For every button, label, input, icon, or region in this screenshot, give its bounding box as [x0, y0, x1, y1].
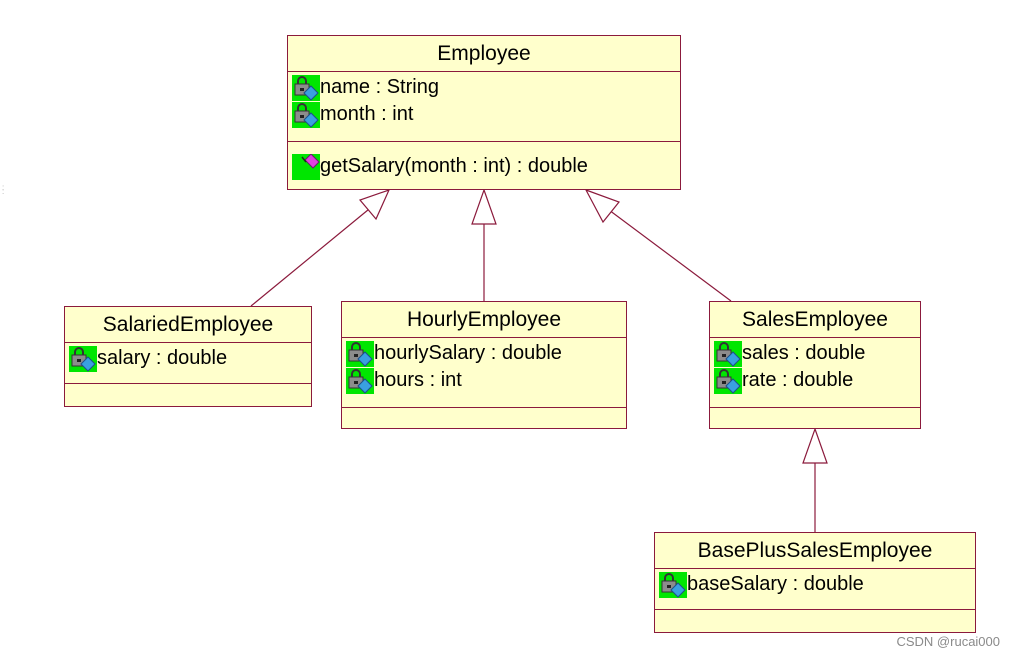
attribute: rate : double — [714, 367, 920, 394]
attribute: hours : int — [346, 367, 626, 394]
private-attribute-icon — [659, 571, 687, 598]
attribute: salary : double — [69, 345, 311, 372]
attribute: name : String — [292, 74, 680, 101]
attribute-compartment: sales : double rate : double — [710, 338, 920, 408]
private-attribute-icon — [292, 101, 320, 128]
class-sales-employee[interactable]: SalesEmployee sales : double — [709, 301, 921, 429]
private-attribute-icon — [714, 367, 742, 394]
attribute: month : int — [292, 101, 680, 128]
generalization-hourly-to-employee — [471, 188, 497, 301]
edge-artifact: :: — [2, 183, 5, 196]
operation-compartment: getSalary(month : int) : double — [288, 142, 680, 180]
attribute: hourlySalary : double — [346, 340, 626, 367]
class-name: HourlyEmployee — [342, 302, 626, 338]
attribute-compartment: hourlySalary : double hours : int — [342, 338, 626, 408]
attribute-compartment: baseSalary : double — [655, 569, 975, 610]
attribute: baseSalary : double — [659, 571, 975, 598]
private-attribute-icon — [292, 74, 320, 101]
generalization-baseplussales-to-sales — [802, 427, 828, 532]
class-name: Employee — [288, 36, 680, 72]
class-name: SalariedEmployee — [65, 307, 311, 343]
class-salaried-employee[interactable]: SalariedEmployee salary : double — [64, 306, 312, 407]
attribute-compartment: name : String month : int — [288, 72, 680, 142]
private-attribute-icon — [346, 340, 374, 367]
generalization-salaried-to-employee — [250, 188, 391, 307]
attribute: sales : double — [714, 340, 920, 367]
class-hourly-employee[interactable]: HourlyEmployee hourlySalary : double — [341, 301, 627, 429]
class-name: BasePlusSalesEmployee — [655, 533, 975, 569]
public-operation-icon — [292, 153, 320, 180]
class-employee[interactable]: Employee name : String — [287, 35, 681, 190]
private-attribute-icon — [346, 367, 374, 394]
private-attribute-icon — [69, 345, 97, 372]
private-attribute-icon — [714, 340, 742, 367]
generalization-sales-to-employee — [584, 188, 732, 302]
watermark: CSDN @rucai000 — [896, 634, 1000, 649]
class-name: SalesEmployee — [710, 302, 920, 338]
class-base-plus-sales-employee[interactable]: BasePlusSalesEmployee baseSalary : doubl… — [654, 532, 976, 633]
attribute-compartment: salary : double — [65, 343, 311, 384]
operation: getSalary(month : int) : double — [292, 153, 680, 180]
